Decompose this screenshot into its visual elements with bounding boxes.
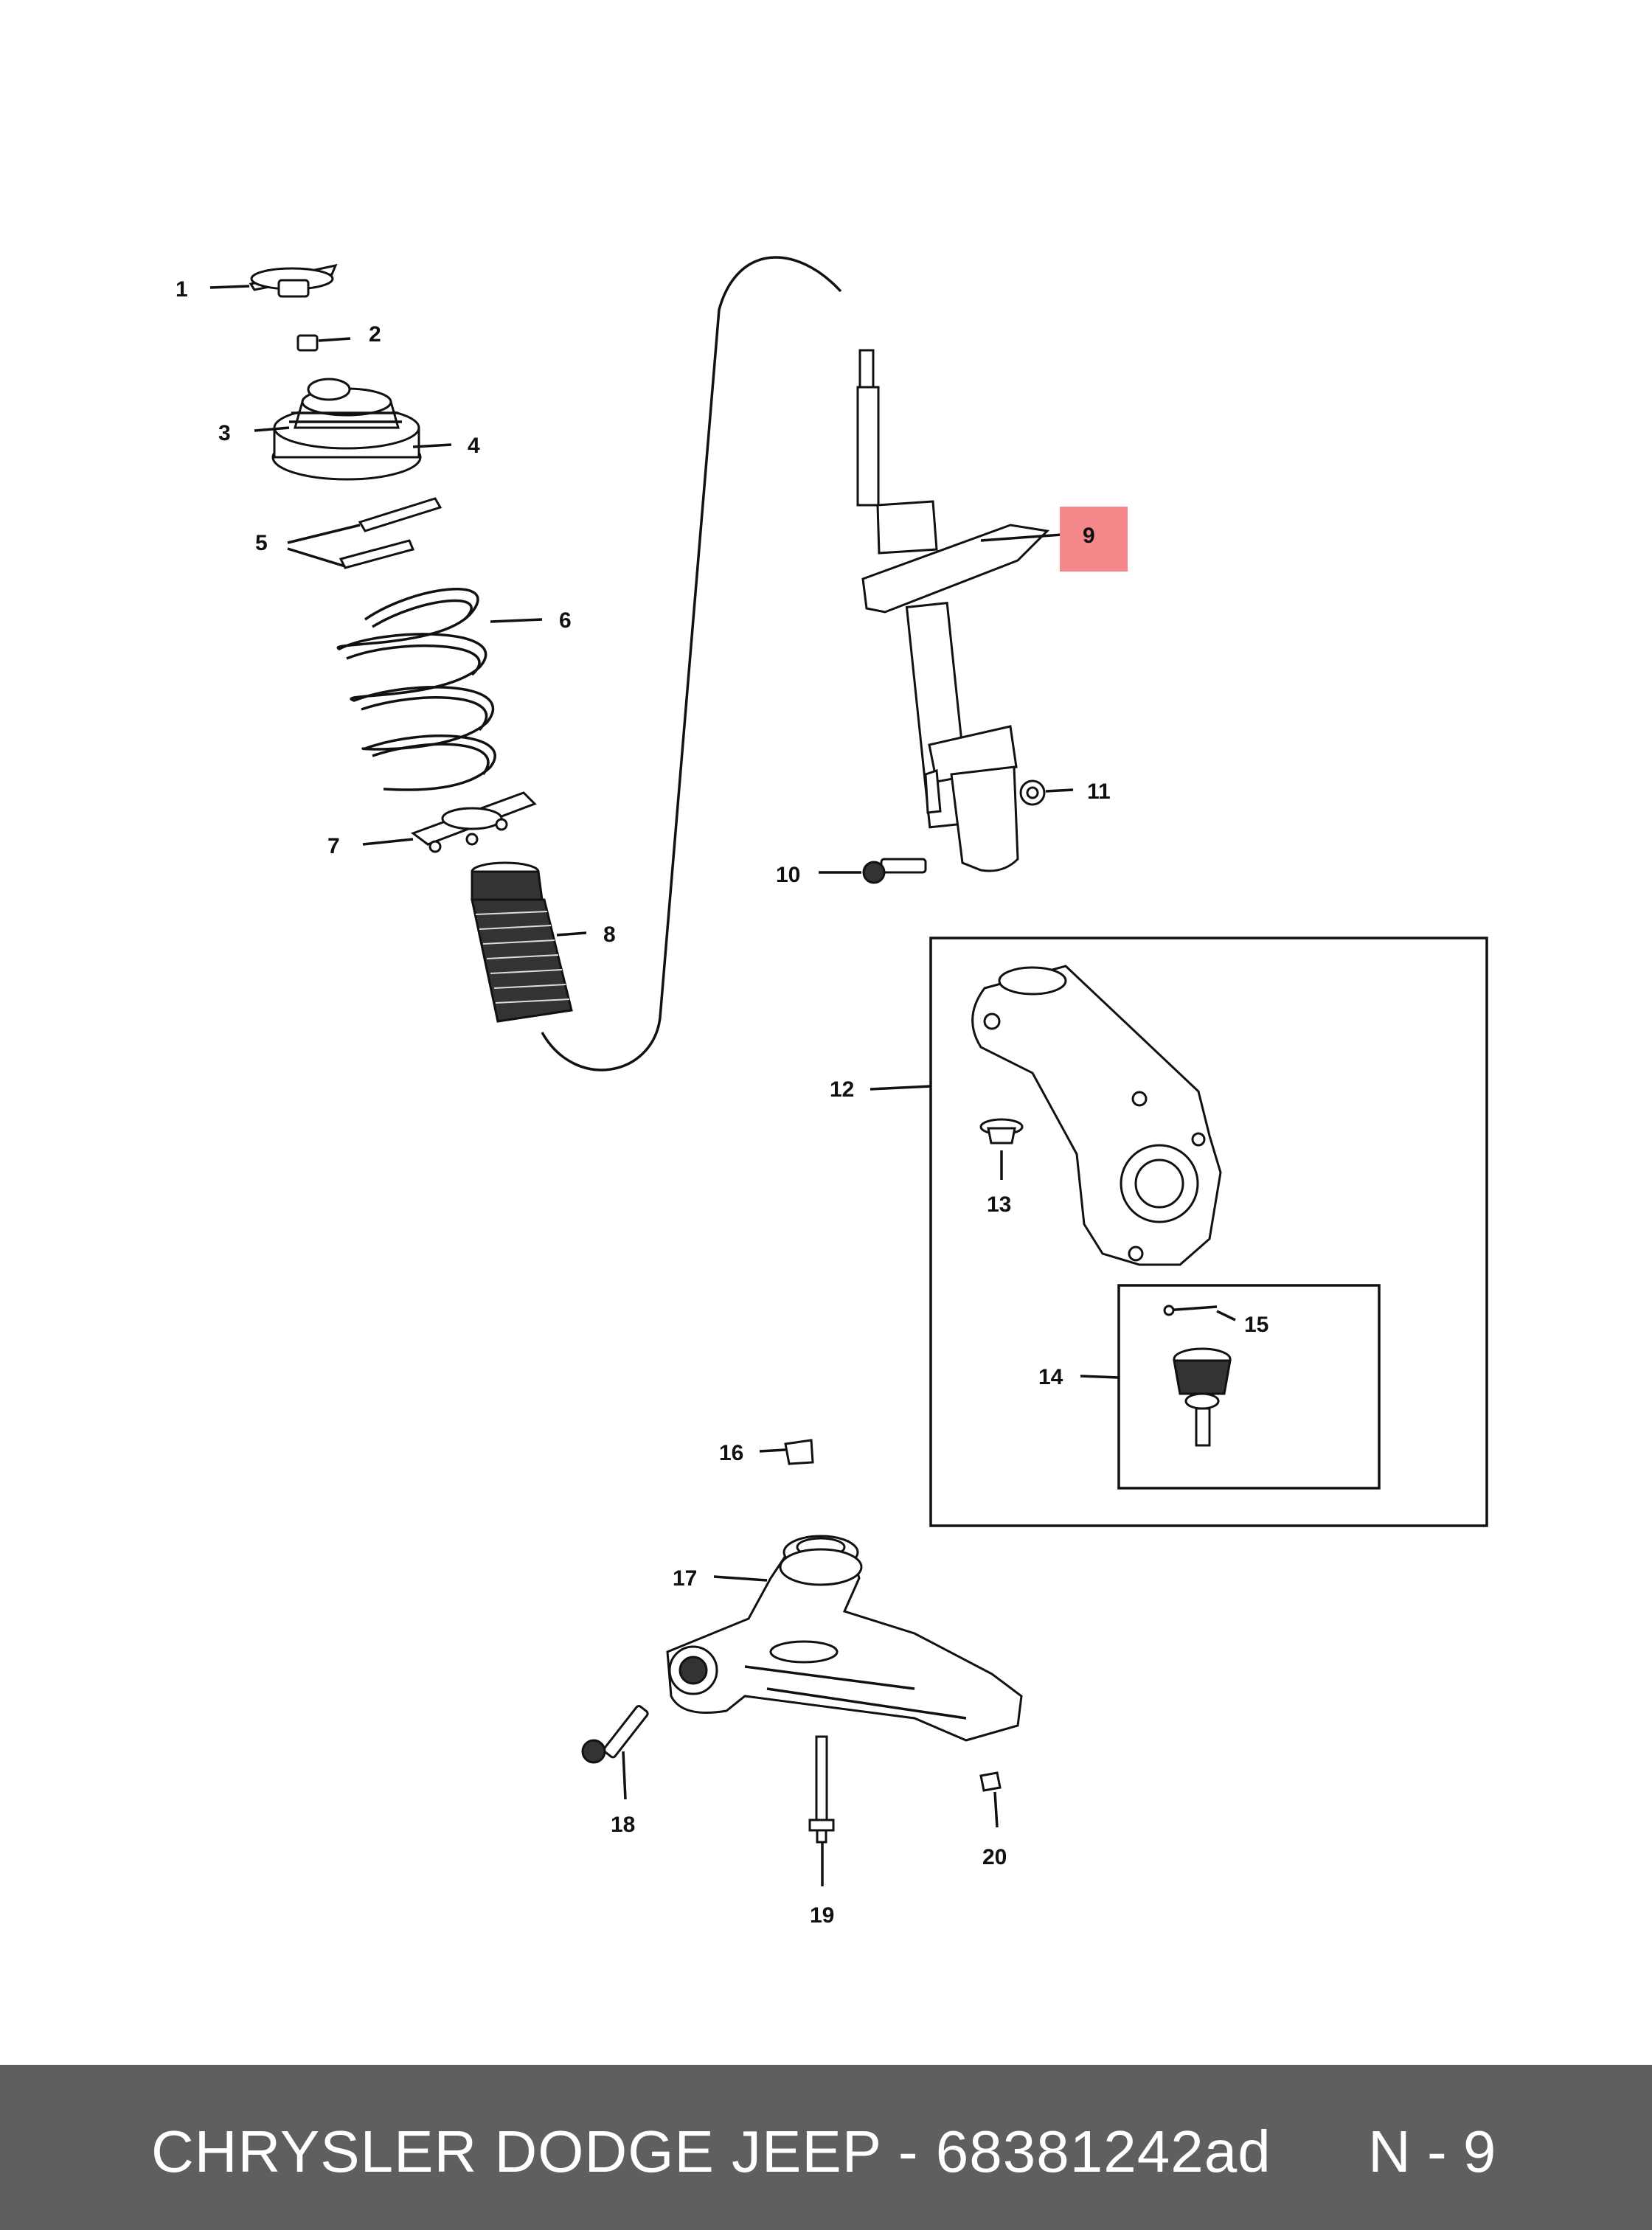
footer-bar: CHRYSLER DODGE JEEP - 68381242ad N - 9 [0,2065,1652,2230]
part-19-long-bolt [808,1735,835,1844]
callout-19: 19 [810,1903,834,1928]
part-17-lower-control-arm [666,1535,1023,1742]
callout-8: 8 [603,923,616,947]
callout-15: 15 [1244,1313,1268,1337]
callout-14: 14 [1038,1365,1063,1389]
page-reference: N - 9 [1368,2119,1496,2184]
callout-4: 4 [468,434,480,458]
part-5-isolators [339,497,442,569]
part-10-bolt [862,858,927,884]
part-12-steering-knuckle [971,965,1222,1266]
part-15-clip [1163,1305,1218,1316]
part-3-strut-mount [271,378,422,481]
part-11-nut [1019,779,1046,806]
part-8-dust-boot [471,861,573,1023]
callout-11: 11 [1087,779,1111,804]
callout-6: 6 [559,608,572,633]
group-curve [541,256,842,1071]
callout-10: 10 [776,863,800,887]
knuckle-group-box [929,937,1488,1527]
part-6-coil-spring [336,588,496,791]
callout-7: 7 [327,834,340,858]
callout-16: 16 [719,1441,743,1465]
callout-17: 17 [673,1566,697,1591]
callout-12: 12 [830,1077,854,1102]
callout-13: 13 [987,1192,1011,1217]
callout-2: 2 [369,322,381,347]
callout-18: 18 [611,1813,635,1837]
callout-20: 20 [982,1845,1007,1869]
parts-diagram: 1 2 3 4 5 6 7 [176,256,1488,1928]
part-16-nut [784,1439,814,1465]
callout-9-highlight [1060,507,1128,572]
part-14-ball-joint [1173,1347,1232,1447]
callout-9: 9 [1083,524,1095,548]
callout-5: 5 [255,531,268,555]
part-9-strut-assembly [856,349,1050,872]
part-18-bolt [581,1705,649,1764]
ball-joint-group-box [1117,1284,1381,1490]
part-number-label: CHRYSLER DODGE JEEP - 68381242ad [151,2119,1271,2184]
callout-3: 3 [218,421,231,445]
part-1-top-cap [249,263,338,298]
callout-1: 1 [176,277,188,302]
part-20-nut [979,1771,1002,1792]
part-13-bushing [979,1118,1024,1144]
part-2-nut [296,334,319,352]
part-7-spring-seat [410,791,537,853]
